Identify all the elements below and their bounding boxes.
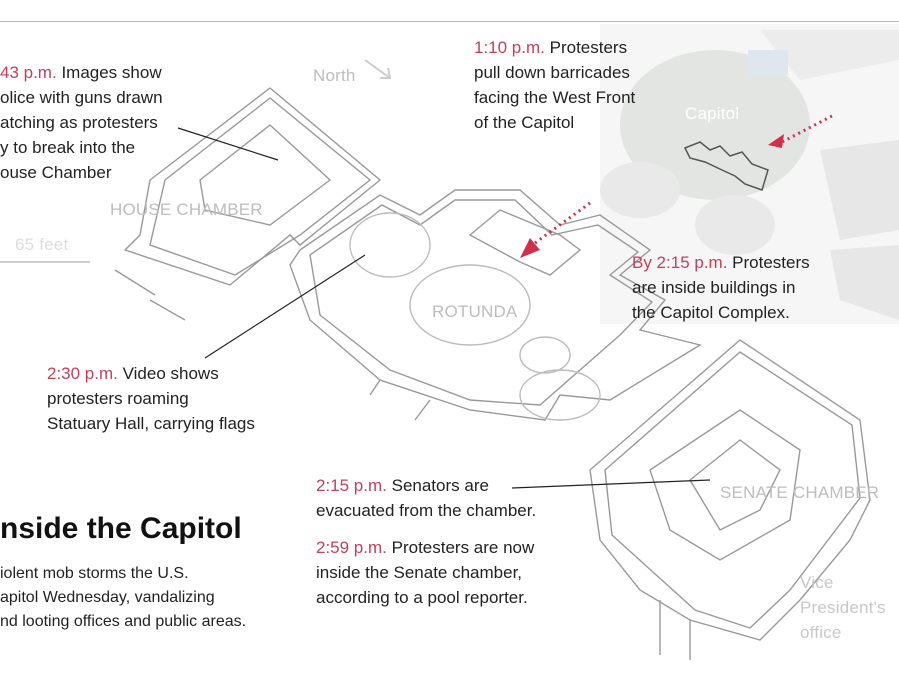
subtitle-line: nd looting offices and public areas. (0, 613, 247, 630)
annotation-text: evacuated from the chamber. (316, 501, 537, 520)
annotation-complex: By 2:15 p.m. Protesters are inside build… (632, 250, 810, 325)
house-chamber-label: HOUSE CHAMBER (110, 200, 263, 219)
annotation-text: facing the West Front (474, 88, 636, 107)
vp-office-label: Vice President's office (800, 570, 886, 645)
annotation-text: Protesters (732, 253, 810, 272)
red-arrowhead-west-front (520, 238, 540, 258)
senate-chamber-label: SENATE CHAMBER (720, 483, 880, 502)
top-rule (0, 21, 899, 22)
annotation-text: inside the Senate chamber, (316, 563, 523, 582)
headline-subtitle: iolent mob storms the U.S. apitol Wednes… (0, 562, 246, 634)
annotation-text: are inside buildings in (632, 278, 796, 297)
locator-map (600, 24, 899, 324)
annotation-text: of the Capitol (474, 113, 575, 132)
annotation-time: 43 p.m. (0, 63, 57, 82)
scale-label: 65 feet (15, 235, 69, 254)
vp-office-line: Vice (800, 573, 834, 592)
annotation-text: protesters roaming (47, 389, 189, 408)
annotation-text: Statuary Hall, carrying flags (47, 414, 255, 433)
annotation-time: 2:59 p.m. (316, 538, 387, 557)
annotation-time: 1:10 p.m. (474, 38, 545, 57)
annotation-text: Images show (61, 63, 162, 82)
annotation-text: olice with guns drawn (0, 88, 163, 107)
annotation-text: atching as protesters (0, 113, 158, 132)
north-label: North (313, 66, 356, 85)
leader-senators (511, 479, 711, 489)
annotation-time: By 2:15 p.m. (632, 253, 728, 272)
annotation-time: 2:15 p.m. (316, 476, 387, 495)
annotation-text: Protesters are now (391, 538, 535, 557)
capitol-map-label: Capitol (685, 104, 740, 123)
subtitle-line: iolent mob storms the U.S. (0, 565, 189, 582)
annotation-time: 2:30 p.m. (47, 364, 118, 383)
annotation-text: Senators are (391, 476, 489, 495)
leader-statuary (204, 254, 366, 359)
headline-title: nside the Capitol (0, 512, 242, 545)
annotation-text: pull down barricades (474, 63, 630, 82)
annotation-text: Video shows (122, 364, 219, 383)
capitol-building-outline (683, 141, 769, 191)
rotunda-label: ROTUNDA (432, 302, 518, 321)
north-arrow-icon (364, 59, 391, 79)
annotation-text: Protesters (549, 38, 628, 57)
annotation-statuary: 2:30 p.m. Video shows protesters roaming… (47, 361, 255, 436)
annotation-senators: 2:15 p.m. Senators are evacuated from th… (316, 473, 536, 523)
annotation-barricades: 1:10 p.m. Protesters pull down barricade… (474, 35, 635, 135)
building-plan (114, 87, 871, 660)
annotation-text: ouse Chamber (0, 163, 112, 182)
vp-office-line: President's (800, 598, 886, 617)
vp-office-line: office (800, 623, 842, 642)
annotation-senate: 2:59 p.m. Protesters are now inside the … (316, 535, 534, 610)
annotation-text: according to a pool reporter. (316, 588, 528, 607)
rotunda-circles (349, 212, 601, 421)
annotation-text: the Capitol Complex. (632, 303, 790, 322)
subtitle-line: apitol Wednesday, vandalizing (0, 589, 215, 606)
annotation-text: y to break into the (0, 138, 136, 157)
leader-house (177, 127, 279, 161)
red-arrowhead (768, 134, 784, 148)
annotation-house: 43 p.m. Images show olice with guns draw… (0, 60, 163, 185)
